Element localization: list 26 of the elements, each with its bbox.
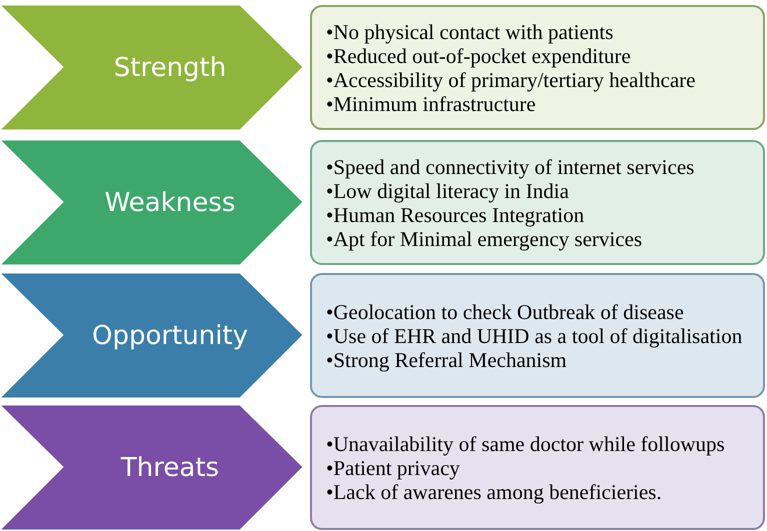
category-label: Strength [114, 52, 226, 82]
bullet-item: •Use of EHR and UHID as a tool of digitalisation [326, 324, 744, 346]
bullet-item: •Unavailability of same doctor while followups [326, 432, 726, 454]
bullet-item: •Lack of awarenes among beneficieries. [326, 480, 663, 502]
bullet-item: •Minimum infrastructure [326, 92, 537, 114]
chevron-shape [0, 405, 305, 530]
bullet-item: •Accessibility of primary/tertiary healthcare [326, 68, 696, 90]
chevron-shape [0, 140, 305, 265]
bullet-item: •Speed and connectivity of internet services [326, 156, 696, 178]
bullet-item: •Apt for Minimal emergency services [326, 228, 644, 250]
bullet-item: •Patient privacy [326, 456, 461, 478]
text-panel [310, 140, 765, 265]
chevron-shape [0, 5, 305, 130]
category-label: Opportunity [92, 320, 248, 350]
bullet-item: •No physical contact with patients [326, 20, 614, 42]
category-label: Threats [120, 452, 220, 482]
text-panel [310, 5, 765, 130]
bullet-item: •Reduced out-of-pocket expenditure [326, 44, 632, 66]
chevron-shape [0, 273, 305, 398]
bullet-item: •Human Resources Integration [326, 204, 586, 226]
bullet-item: •Low digital literacy in India [326, 180, 570, 202]
text-panel [310, 405, 765, 530]
bullet-item: •Geolocation to check Outbreak of disease [326, 300, 685, 322]
category-label: Weakness [104, 188, 236, 218]
text-panel [310, 273, 765, 398]
bullet-item: •Strong Referral Mechanism [326, 348, 568, 370]
